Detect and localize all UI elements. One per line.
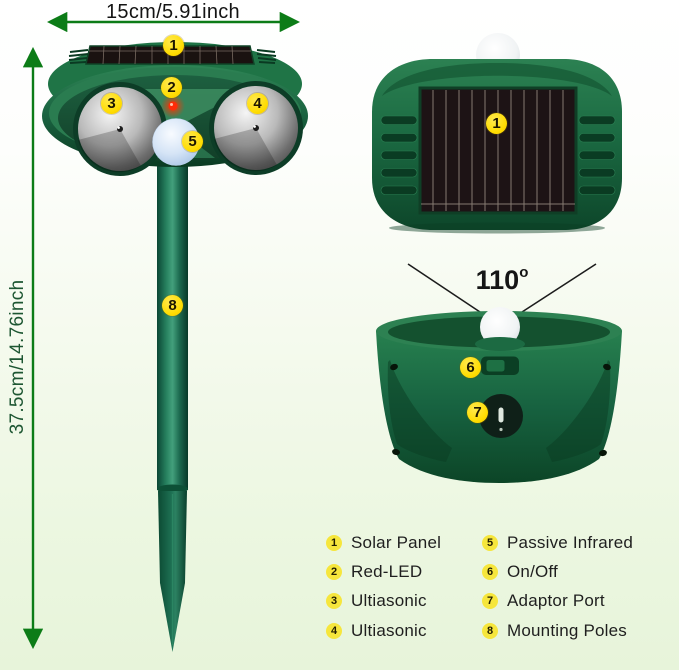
angle-line-right <box>521 263 597 313</box>
legend-item-ultrasonic-4: 4 Ultiasonic <box>326 616 441 645</box>
legend-badge-8: 8 <box>482 622 498 639</box>
legend-badge-3: 3 <box>326 593 342 610</box>
power-switch <box>481 356 519 375</box>
screws <box>390 363 611 457</box>
legend-item-mounting-poles: 8 Mounting Poles <box>482 616 633 645</box>
ultrasonic-speaker-left <box>73 82 167 176</box>
angle-degree-symbol: o <box>519 264 529 281</box>
callout-badge-solar-panel: 1 <box>163 35 184 56</box>
callout-badge-ultrasonic-left: 3 <box>101 93 122 114</box>
legend-item-solar-panel: 1 Solar Panel <box>326 528 441 557</box>
legend-label-passive-infrared: Passive Infrared <box>507 532 634 552</box>
callout-badge-solar-panel-back: 1 <box>486 113 507 134</box>
legend-item-red-led: 2 Red-LED <box>326 557 441 586</box>
legend-item-adaptor-port: 7 Adaptor Port <box>482 587 633 616</box>
callout-badge-ultrasonic-right: 4 <box>247 93 268 114</box>
legend-item-passive-infrared: 5 Passive Infrared <box>482 528 633 557</box>
legend-label-red-led: Red-LED <box>351 561 423 581</box>
legend-item-ultrasonic-3: 3 Ultiasonic <box>326 587 441 616</box>
callout-badge-on-off: 6 <box>460 357 481 378</box>
legend-column-1: 1 Solar Panel 2 Red-LED 3 Ultiasonic 4 U… <box>326 528 441 645</box>
legend-item-on-off: 6 On/Off <box>482 557 633 586</box>
legend-label-ultrasonic-4: Ultiasonic <box>351 620 427 640</box>
angle-value: 110 <box>475 265 520 295</box>
legend-badge-2: 2 <box>326 563 342 580</box>
callout-badge-pir: 5 <box>182 131 203 152</box>
front-view-device <box>42 42 308 652</box>
ultrasonic-speaker-right <box>209 81 303 175</box>
callout-badge-red-led: 2 <box>161 77 182 98</box>
bottom-view-device <box>376 263 622 483</box>
legend-label-on-off: On/Off <box>507 561 558 581</box>
back-vent-left <box>380 115 418 195</box>
legend-label-ultrasonic-3: Ultiasonic <box>351 591 427 611</box>
dimension-arrows <box>22 11 301 650</box>
pir-dome-bottom <box>480 307 520 347</box>
angle-line-left <box>407 263 484 315</box>
mounting-pole <box>157 165 188 490</box>
legend-badge-5: 5 <box>482 534 498 551</box>
front-vent-left <box>68 49 89 64</box>
adaptor-port <box>479 394 523 438</box>
detection-angle-label: 110o <box>462 264 542 296</box>
back-vent-right <box>578 115 616 195</box>
legend-badge-4: 4 <box>326 622 342 639</box>
legend-label-mounting-poles: Mounting Poles <box>507 620 627 640</box>
legend-badge-6: 6 <box>482 563 498 580</box>
legend-badge-7: 7 <box>482 593 498 610</box>
height-dimension-label: 37.5cm/14.76inch <box>7 279 28 435</box>
width-dimension-label: 15cm/5.91inch <box>106 1 240 23</box>
red-led <box>161 94 185 118</box>
legend-column-2: 5 Passive Infrared 6 On/Off 7 Adaptor Po… <box>482 528 633 645</box>
back-solar-grid <box>421 90 575 211</box>
back-view-device <box>372 33 622 234</box>
callout-badge-mounting-pole: 8 <box>162 295 183 316</box>
legend-label-solar-panel: Solar Panel <box>351 532 442 552</box>
legend-label-adaptor-port: Adaptor Port <box>507 591 605 611</box>
callout-badge-adaptor-port: 7 <box>467 402 488 423</box>
front-vent-right <box>256 49 277 64</box>
legend-badge-1: 1 <box>326 534 342 551</box>
